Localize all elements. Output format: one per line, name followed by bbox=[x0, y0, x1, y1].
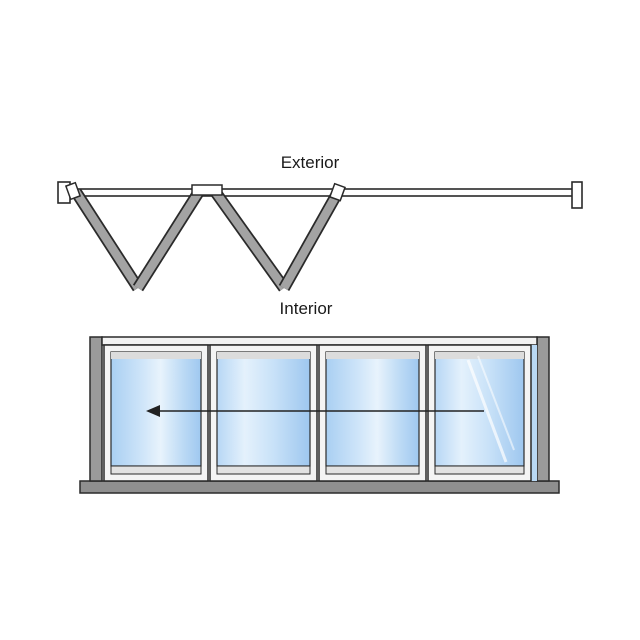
interior-label: Interior bbox=[279, 299, 333, 318]
hinge-block-left bbox=[64, 181, 82, 201]
right-end-post bbox=[571, 181, 583, 209]
sill bbox=[79, 480, 560, 494]
slide-direction-arrow bbox=[146, 405, 484, 417]
elevation-panel-3 bbox=[318, 344, 427, 482]
plan-panel-2 bbox=[132, 186, 206, 292]
head-frame bbox=[101, 336, 538, 346]
left-jamb bbox=[89, 336, 103, 482]
plan-panel-3 bbox=[209, 186, 289, 292]
right-jamb bbox=[536, 336, 550, 482]
exterior-label: Exterior bbox=[280, 153, 340, 172]
plan-panel-1 bbox=[70, 188, 144, 292]
folded-panels bbox=[64, 181, 346, 292]
elevation-panel-4 bbox=[427, 344, 532, 482]
plan-panel-4 bbox=[278, 189, 344, 291]
elevation-panel-2 bbox=[209, 344, 318, 482]
hinge-block-center bbox=[191, 184, 223, 196]
hinge-block-right bbox=[328, 182, 346, 202]
